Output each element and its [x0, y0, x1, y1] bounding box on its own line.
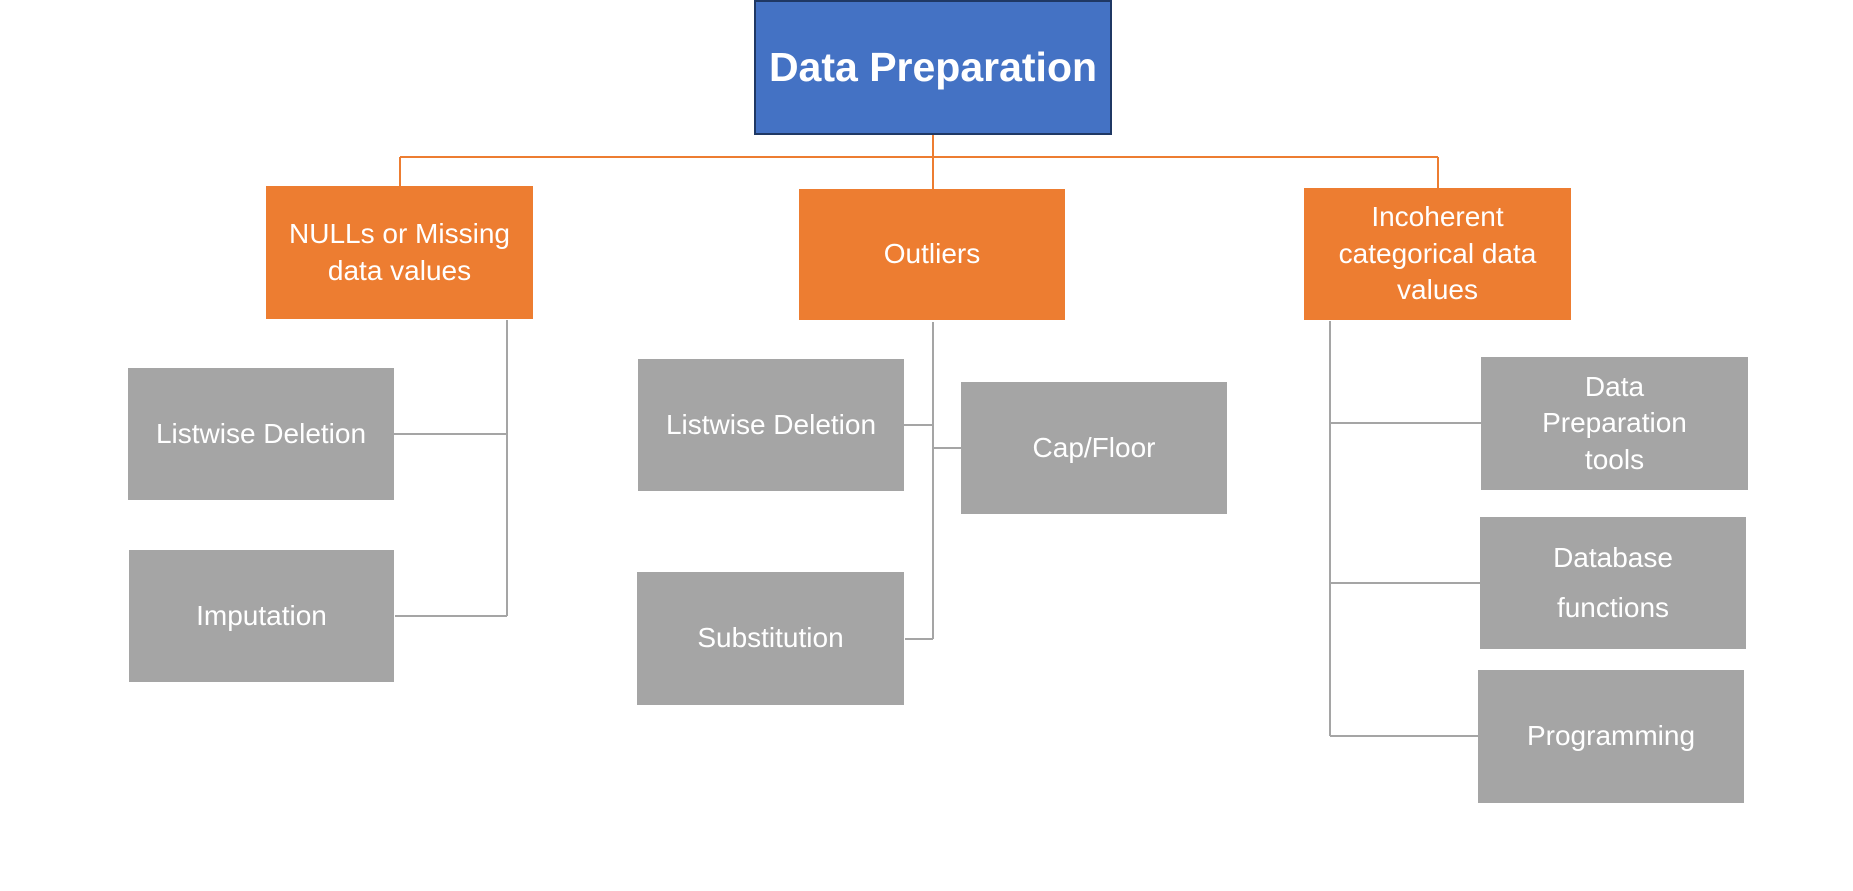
category-outliers: Outliers [799, 189, 1065, 320]
root-connectors [399, 135, 1439, 189]
leaf-nulls-listwise-deletion: Listwise Deletion [128, 368, 394, 500]
leaf-connectors [394, 320, 1481, 737]
leaf-incoherent-data-preparation-tools: Data Preparation tools [1481, 357, 1748, 490]
root-node-data-preparation: Data Preparation [754, 0, 1112, 135]
category-nulls-missing: NULLs or Missing data values [266, 186, 533, 319]
category-incoherent-categorical: Incoherent categorical data values [1304, 188, 1571, 320]
leaf-incoherent-database-functions: Database functions [1480, 517, 1746, 649]
leaf-outliers-substitution: Substitution [637, 572, 904, 705]
leaf-outliers-listwise-deletion: Listwise Deletion [638, 359, 904, 491]
leaf-incoherent-programming: Programming [1478, 670, 1744, 803]
leaf-nulls-imputation: Imputation [129, 550, 394, 682]
leaf-outliers-cap-floor: Cap/Floor [961, 382, 1227, 514]
